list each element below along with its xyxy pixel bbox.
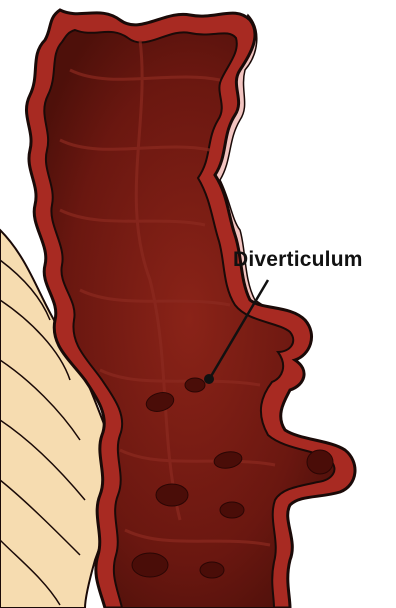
callout-pointer-dot — [204, 374, 214, 384]
diverticulum-opening — [156, 484, 188, 506]
diverticulum-label: Diverticulum — [233, 248, 363, 272]
diverticulum-opening — [132, 553, 168, 577]
diverticulum-opening — [185, 378, 205, 392]
diverticulum-opening — [220, 502, 244, 518]
diverticulum-opening — [200, 562, 224, 578]
diverticulum-opening — [307, 450, 333, 474]
